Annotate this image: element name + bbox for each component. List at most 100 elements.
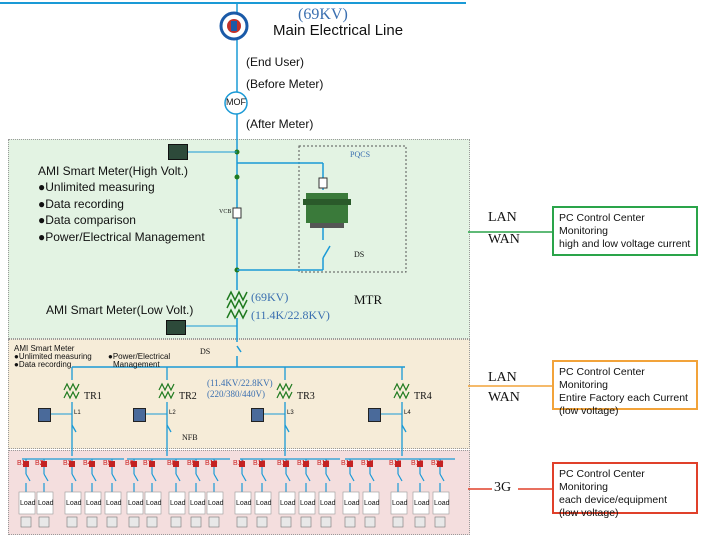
device-switch [133, 473, 139, 482]
meter-l4-icon [368, 408, 381, 422]
factory-meter-title: AMI Smart Meter [14, 344, 75, 353]
factory-feature-3: ●Power/Electrical [108, 352, 171, 361]
pc-monitor-devices: PC Control Center Monitoring each device… [552, 462, 698, 519]
breaker-icon [23, 461, 29, 467]
load-label: Load [86, 500, 102, 507]
after-meter-label: (After Meter) [246, 117, 314, 131]
breaker-icon [211, 461, 217, 467]
load-label: Load [38, 500, 54, 507]
pqcs-fuse-icon [318, 177, 328, 189]
load-label: Load [434, 500, 450, 507]
hv-feature-1: ●Unlimited measuring [38, 180, 155, 194]
device-switch [151, 473, 157, 482]
equipment-icon [280, 516, 292, 528]
breaker-icon [69, 461, 75, 467]
lan-label-1: LAN [488, 210, 517, 225]
device-switch [25, 473, 31, 482]
before-meter-label: (Before Meter) [246, 77, 324, 91]
device-switch [305, 473, 311, 482]
capacitor-bank-icon [303, 193, 351, 228]
device-switch [43, 473, 49, 482]
tr3-label: TR3 [297, 391, 315, 402]
load-label: Load [236, 500, 252, 507]
load-box [126, 491, 144, 515]
breaker-icon [131, 461, 137, 467]
vcb-label: VCB [219, 209, 232, 215]
factory-feature-3b: Management [113, 360, 160, 369]
device-switch [261, 473, 267, 482]
ds-label: DS [354, 250, 365, 259]
breaker-label: B8 [167, 460, 176, 467]
load-box [318, 491, 336, 515]
load-label: Load [300, 500, 316, 507]
hv-feature-2: ●Data recording [38, 197, 124, 211]
breaker-icon [149, 461, 155, 467]
load-label: Load [344, 500, 360, 507]
main-voltage-label: (69KV) [298, 6, 348, 23]
breaker-icon [347, 461, 353, 467]
meter-l2-icon [133, 408, 146, 422]
load-box [278, 491, 296, 515]
mof-meter-icon [224, 91, 248, 115]
load-box [362, 491, 380, 515]
factory-zone [8, 339, 470, 449]
load-label: Load [392, 500, 408, 507]
device-switch [325, 473, 331, 482]
load-label: Load [364, 500, 380, 507]
equipment-icon [170, 516, 182, 528]
factory-feature-1: ●Unlimited measuring [14, 352, 92, 361]
breaker-label: B17 [361, 460, 374, 467]
load-box [254, 491, 272, 515]
breaker-label: B7 [143, 460, 152, 467]
mtr-label: MTR [354, 292, 383, 307]
factory-ds-label: DS [200, 347, 211, 356]
low-volt-meter-title: AMI Smart Meter(Low Volt.) [46, 303, 194, 317]
device-switch [111, 473, 117, 482]
wan-label-2: WAN [488, 390, 520, 405]
breaker-label: B9 [187, 460, 196, 467]
load-label: Load [256, 500, 272, 507]
breaker-label: B12 [253, 460, 266, 467]
pqcs-label: PQCS [350, 150, 371, 159]
breaker-icon [437, 461, 443, 467]
load-box [432, 491, 450, 515]
g3-label: 3G [494, 480, 512, 495]
load-box [342, 491, 360, 515]
meter-l1-icon [38, 408, 51, 422]
breaker-icon [417, 461, 423, 467]
utility-logo-icon [219, 11, 249, 41]
device-switch [213, 473, 219, 482]
equipment-icon [38, 516, 50, 528]
breaker-label: B16 [341, 460, 354, 467]
tr4-label: TR4 [414, 391, 432, 402]
tr-voltage-secondary: (220/380/440V) [207, 389, 265, 399]
wan-label-1: WAN [488, 232, 520, 247]
load-label: Load [66, 500, 82, 507]
breaker-icon [109, 461, 115, 467]
mof-label: MOF [226, 97, 246, 107]
high-volt-meter-icon [168, 144, 188, 160]
l4-label: L4 [404, 410, 411, 416]
device-switch [91, 473, 97, 482]
load-box [390, 491, 408, 515]
device-switch [285, 473, 291, 482]
device-switch [419, 473, 425, 482]
breaker-icon [323, 461, 329, 467]
breaker-label: B14 [297, 460, 310, 467]
equipment-icon [128, 516, 140, 528]
nfb-label: NFB [182, 433, 198, 442]
load-box [234, 491, 252, 515]
breaker-icon [89, 461, 95, 467]
pc-monitor-factory: PC Control Center Monitoring Entire Fact… [552, 360, 698, 417]
equipment-icon [190, 516, 202, 528]
breaker-label: B19 [411, 460, 424, 467]
breaker-label: B1 [17, 460, 26, 467]
breaker-label: B6 [125, 460, 134, 467]
device-switch [369, 473, 375, 482]
equipment-icon [66, 516, 78, 528]
load-label: Load [106, 500, 122, 507]
load-label: Load [414, 500, 430, 507]
breaker-label: B18 [389, 460, 402, 467]
high-voltage-zone [8, 139, 470, 339]
